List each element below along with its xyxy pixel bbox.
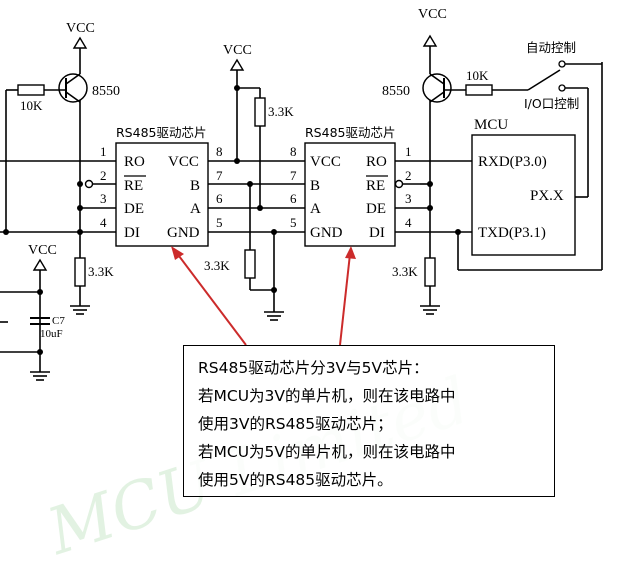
pin-num: 8 xyxy=(290,144,297,159)
left-pin-b: B xyxy=(190,178,200,194)
right-pin-a: A xyxy=(310,201,321,217)
pin-num: 6 xyxy=(290,191,297,206)
vcc-3: VCC xyxy=(418,7,447,22)
right-pin-vcc: VCC xyxy=(310,154,341,170)
left-pin-ro: RO xyxy=(124,154,145,170)
mcu-pin-pxx: PX.X xyxy=(530,188,564,204)
pin-num: 5 xyxy=(216,215,223,230)
mcu-box xyxy=(471,134,576,256)
vcc-2: VCC xyxy=(223,43,252,58)
label-io-control: I/O口控制 xyxy=(524,96,579,111)
pin-num: 7 xyxy=(216,168,223,183)
pin-num: 2 xyxy=(405,168,412,183)
left-rs485-chip xyxy=(115,142,209,247)
r-10k-left: 10K xyxy=(20,98,43,113)
right-pin-di: DI xyxy=(369,225,385,241)
r-mid-bottom: 3.3K xyxy=(204,258,230,273)
right-pin-gnd: GND xyxy=(310,225,343,241)
transistor-left-label: 8550 xyxy=(92,84,120,99)
pin-num: 4 xyxy=(405,215,412,230)
r-mid-top: 3.3K xyxy=(268,104,294,119)
right-pin-re: RE xyxy=(366,178,385,194)
mcu-label: MCU xyxy=(474,117,508,133)
right-pin-de: DE xyxy=(366,201,386,217)
r-left-bottom: 3.3K xyxy=(88,264,114,279)
left-pin-re: RE xyxy=(124,178,143,194)
left-pin-de: DE xyxy=(124,201,144,217)
left-chip-label: RS485驱动芯片 xyxy=(116,125,206,140)
mcu-pin-rxd: RXD(P3.0) xyxy=(478,154,547,170)
pin-num: 3 xyxy=(100,191,107,206)
r-10k-right: 10K xyxy=(466,68,489,83)
arrow-right-chip xyxy=(339,253,351,346)
left-pin-a: A xyxy=(190,201,201,217)
note-line: 使用5V的RS485驱动芯片。 xyxy=(198,471,393,489)
vcc-4: VCC xyxy=(28,243,57,258)
pin-num: 7 xyxy=(290,168,297,183)
arrow-left-chip xyxy=(175,251,247,346)
transistor-right-label: 8550 xyxy=(382,84,410,99)
note-line: RS485驱动芯片分3V与5V芯片： xyxy=(198,359,429,377)
pin-num: 4 xyxy=(100,215,107,230)
right-rs485-chip xyxy=(304,142,396,247)
left-pin-gnd: GND xyxy=(167,225,200,241)
note-line: 若MCU为3V的单片机，则在该电路中 xyxy=(198,387,456,405)
pin-num: 1 xyxy=(100,144,107,159)
pin-num: 2 xyxy=(100,168,107,183)
pin-num: 3 xyxy=(405,191,412,206)
pin-num: 8 xyxy=(216,144,223,159)
note-line: 若MCU为5V的单片机，则在该电路中 xyxy=(198,443,456,461)
mcu-pin-txd: TXD(P3.1) xyxy=(478,225,546,241)
right-chip-label: RS485驱动芯片 xyxy=(305,125,395,140)
r-right-bottom: 3.3K xyxy=(392,264,418,279)
right-pin-b: B xyxy=(310,178,320,194)
label-auto-control: 自动控制 xyxy=(526,40,576,55)
pin-num: 1 xyxy=(405,144,412,159)
cap-label: C7 xyxy=(52,315,65,327)
pin-num: 5 xyxy=(290,215,297,230)
right-pin-ro: RO xyxy=(366,154,387,170)
vcc-1: VCC xyxy=(66,21,95,36)
note-line: 使用3V的RS485驱动芯片； xyxy=(198,415,393,433)
pin-num: 6 xyxy=(216,191,223,206)
cap-value: 10uF xyxy=(40,328,63,340)
note-box: RS485驱动芯片分3V与5V芯片： 若MCU为3V的单片机，则在该电路中 使用… xyxy=(183,345,555,497)
left-pin-di: DI xyxy=(124,225,140,241)
left-pin-vcc: VCC xyxy=(168,154,199,170)
schematic: RS485驱动芯片 RO RE DE DI VCC B A GND 1 2 3 … xyxy=(0,7,603,381)
